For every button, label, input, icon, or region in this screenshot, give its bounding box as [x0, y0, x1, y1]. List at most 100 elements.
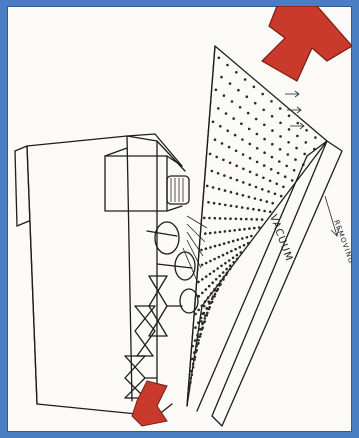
perforation-hole: [201, 305, 204, 308]
perforation-hole: [255, 118, 258, 121]
perforation-hole: [247, 242, 250, 245]
perforation-hole: [256, 161, 259, 164]
perforation-hole: [263, 151, 266, 154]
perforation-hole: [214, 138, 217, 141]
perforation-hole: [252, 208, 255, 211]
perforation-hole: [209, 246, 212, 249]
perforation-hole: [297, 122, 300, 125]
perforation-hole: [270, 100, 273, 103]
sheet-holes: [188, 57, 317, 392]
perforation-hole: [248, 128, 251, 131]
perforation-hole: [219, 125, 222, 128]
perforation-hole: [240, 122, 243, 125]
perforation-hole: [288, 128, 291, 131]
perforation-hole: [199, 333, 202, 336]
perforation-hole: [288, 115, 291, 118]
perforation-hole: [220, 76, 223, 79]
perforation-hole: [206, 312, 209, 315]
perforation-hole: [224, 262, 227, 265]
perforation-hole: [223, 242, 226, 245]
perforation-hole: [202, 312, 205, 315]
perforation-hole: [197, 335, 200, 338]
perforation-hole: [194, 313, 197, 316]
perforation-hole: [241, 138, 244, 141]
perforation-hole: [212, 295, 215, 298]
perforation-hole: [214, 289, 217, 292]
perforation-hole: [228, 259, 231, 262]
perforation-hole: [271, 115, 274, 118]
perforation-hole: [218, 188, 221, 191]
perforation-hole: [219, 231, 222, 234]
perforation-hole: [205, 288, 208, 291]
machine-body: [15, 134, 185, 416]
perforation-hole: [237, 239, 240, 242]
perforation-hole: [201, 278, 204, 281]
rollers: [147, 222, 198, 313]
perforation-hole: [248, 183, 251, 186]
perforation-hole: [229, 217, 232, 220]
perforation-hole: [203, 305, 206, 308]
perforation-hole: [236, 254, 239, 257]
perforation-hole: [226, 252, 229, 255]
perforation-hole: [235, 205, 238, 208]
perforation-hole: [192, 366, 195, 369]
machine-diagram: VACUUM REMOVING: [7, 6, 352, 432]
perforated-sheet: [187, 46, 327, 406]
small-arrows: [285, 91, 304, 129]
perforation-hole: [208, 285, 211, 288]
perforation-hole: [254, 102, 257, 105]
perforation-hole: [239, 246, 242, 249]
perforation-hole: [222, 254, 225, 257]
perforation-hole: [263, 138, 266, 141]
perforation-hole: [205, 247, 208, 250]
perforation-hole: [229, 230, 232, 233]
perforation-hole: [305, 129, 308, 132]
perforation-hole: [232, 257, 235, 260]
perforation-hole: [204, 317, 207, 320]
perforation-hole: [314, 136, 317, 139]
perforation-hole: [216, 267, 219, 270]
perforation-hole: [224, 217, 227, 220]
perforation-hole: [222, 278, 225, 281]
perforation-hole: [279, 122, 282, 125]
perforation-hole: [249, 143, 252, 146]
perforation-hole: [218, 284, 221, 287]
perforation-hole: [197, 339, 200, 342]
perforation-hole: [200, 320, 203, 323]
perforation-hole: [196, 343, 199, 346]
perforation-hole: [274, 193, 277, 196]
perforation-hole: [218, 244, 221, 247]
perforation-hole: [214, 217, 217, 220]
perforation-hole: [249, 157, 252, 160]
perforation-hole: [218, 256, 221, 259]
perforation-hole: [271, 156, 274, 159]
perforation-hole: [255, 174, 258, 177]
perforation-hole: [278, 160, 281, 163]
top-red-arrow-icon: [262, 6, 352, 81]
perforation-hole: [200, 317, 203, 320]
perforation-hole: [189, 381, 192, 384]
perforation-hole: [234, 248, 237, 251]
perforation-hole: [230, 205, 233, 208]
perforation-hole: [247, 112, 250, 115]
perforation-hole: [237, 89, 240, 92]
perforation-hole: [207, 296, 210, 299]
perforation-hole: [224, 189, 227, 192]
perforation-hole: [254, 197, 257, 200]
perforation-hole: [267, 190, 270, 193]
perforation-hole: [235, 218, 238, 221]
perforation-hole: [262, 109, 265, 112]
perforation-hole: [236, 192, 239, 195]
perforation-hole: [202, 321, 205, 324]
perforation-hole: [246, 236, 249, 239]
perforation-hole: [271, 143, 274, 146]
perforation-hole: [220, 265, 223, 268]
perforation-hole: [258, 209, 261, 212]
perforation-hole: [287, 141, 290, 144]
perforation-hole: [197, 281, 200, 284]
perforation-hole: [206, 307, 209, 310]
perforation-hole: [193, 358, 196, 361]
perforation-hole: [253, 227, 256, 230]
perforation-hole: [206, 185, 209, 188]
perforation-hole: [270, 168, 273, 171]
